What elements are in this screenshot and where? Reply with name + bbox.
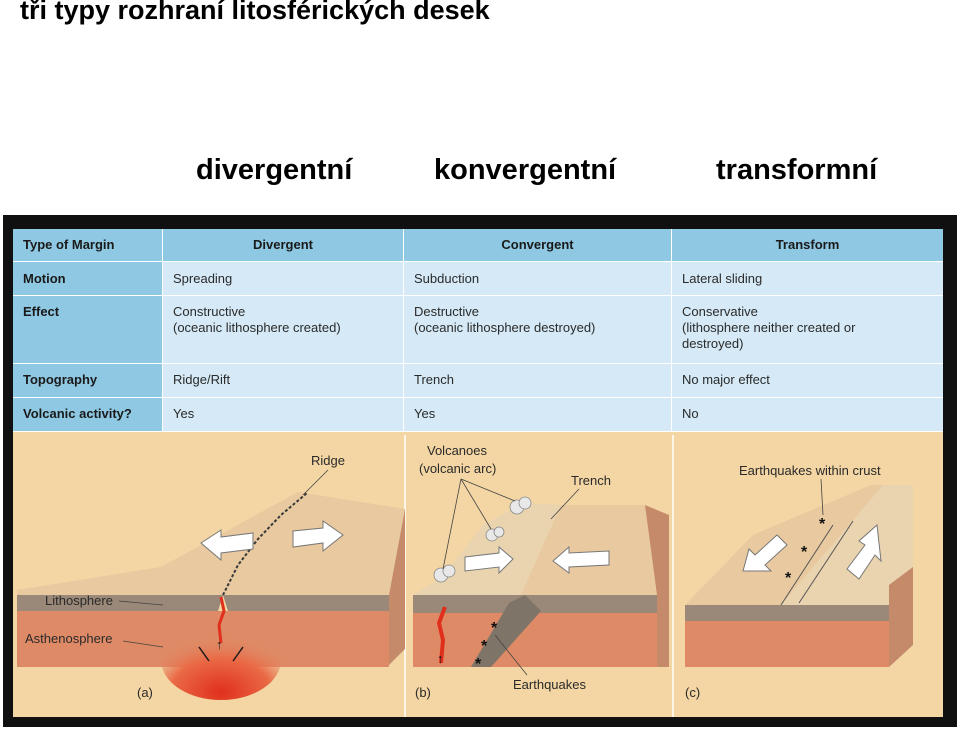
panel-b-letter: (b) (415, 685, 431, 700)
leader-volcano (442, 478, 462, 570)
label-ridge: Ridge (311, 453, 345, 468)
lithosphere-layer (223, 595, 389, 611)
leader-trench (550, 488, 580, 520)
block-left-top (685, 485, 911, 605)
arrow-down-left (742, 534, 788, 572)
table-header-row: Type of Margin Divergent Convergent Tran… (13, 229, 943, 262)
table-row: Effect Constructive (oceanic lithosphere… (13, 296, 943, 364)
panel-c-letter: (c) (685, 685, 700, 700)
leader-volcano (460, 478, 492, 530)
leader-earthquakes (494, 634, 528, 676)
table-cell: No major effect (672, 364, 943, 397)
svg-text:*: * (475, 656, 482, 673)
table-cell: No (672, 398, 943, 431)
heading-transform: transformní (716, 154, 878, 186)
row-label: Topography (13, 364, 163, 397)
table-cell: Yes (404, 398, 672, 431)
svg-text:*: * (785, 570, 792, 587)
table-cell: Ridge/Rift (163, 364, 404, 397)
arrow-left (200, 529, 254, 562)
panel-convergent: ↑ *** Volcanoes (volcanic arc) Trench (413, 443, 669, 700)
table-cell: Yes (163, 398, 404, 431)
row-label: Effect (13, 296, 163, 363)
arrow-right (292, 520, 344, 553)
table-header-cell: Transform (672, 229, 943, 261)
table-cell: Conservative (lithosphere neither create… (672, 296, 943, 363)
svg-text:*: * (481, 638, 488, 655)
volcano-cloud-icon (433, 496, 532, 583)
table-header-cell: Convergent (404, 229, 672, 261)
table-row: Motion Spreading Subduction Lateral slid… (13, 262, 943, 296)
table-cell: Destructive (oceanic lithosphere destroy… (404, 296, 672, 363)
label-asthenosphere: Asthenosphere (25, 631, 112, 646)
asthenosphere-layer (685, 621, 889, 667)
magma-glow (161, 620, 281, 700)
subducting-slab (471, 595, 541, 667)
panel-divergent: ↑ Ridge Lithosphere Asthenosphere (a) (17, 453, 405, 700)
earthquake-icon: * * * (785, 516, 826, 587)
label-volcanic-arc: (volcanic arc) (419, 461, 496, 476)
asthenosphere-layer (413, 613, 657, 667)
table-row: Volcanic activity? Yes Yes No (13, 398, 943, 432)
svg-text:*: * (819, 516, 826, 533)
table-cell: Spreading (163, 262, 404, 295)
block-right-top (781, 485, 913, 605)
convection-arrows (198, 646, 244, 662)
arrow-up-right (846, 523, 882, 580)
magma-rise (436, 606, 447, 664)
magma-dike (217, 596, 226, 644)
figure-inner: Type of Margin Divergent Convergent Tran… (13, 229, 943, 717)
fault-line (798, 520, 854, 604)
leader-ridge (302, 469, 329, 496)
rift-line (222, 492, 308, 596)
arrow-right (464, 545, 514, 575)
panel-transform: * * * Earthquakes within crust (c) (685, 463, 913, 700)
table-row: Topography Ridge/Rift Trench No major ef… (13, 364, 943, 398)
heading-divergent: divergentní (196, 154, 353, 186)
plate-side (645, 505, 669, 667)
table-header-cell: Divergent (163, 229, 404, 261)
oceanic-plate-top (521, 505, 657, 595)
margins-diagram: ↑ Ridge Lithosphere Asthenosphere (a) (17, 435, 913, 717)
label-earthquakes: Earthquakes (513, 677, 586, 692)
label-volcanoes: Volcanoes (427, 443, 487, 458)
magma-arrow: ↑ (437, 651, 444, 666)
label-earthquakes-within-crust: Earthquakes within crust (739, 463, 881, 478)
label-trench: Trench (571, 473, 611, 488)
table-cell: Subduction (404, 262, 672, 295)
table-cell: Constructive (oceanic lithosphere create… (163, 296, 404, 363)
leader-earthquakes-crust (820, 478, 824, 516)
arrow-left (552, 545, 610, 574)
fault-line (780, 524, 834, 606)
panel-a-letter: (a) (137, 685, 153, 700)
svg-text:*: * (801, 544, 808, 561)
magma-arrow: ↑ (216, 637, 223, 652)
ridge-block-side (389, 509, 405, 665)
row-label: Motion (13, 262, 163, 295)
svg-text:*: * (491, 620, 498, 637)
lithosphere-layer (17, 595, 223, 611)
table-cell: Lateral sliding (672, 262, 943, 295)
label-lithosphere: Lithosphere (45, 593, 113, 608)
block-side (889, 567, 913, 667)
leader-asthenosphere (122, 640, 164, 648)
plate-boundary-figure: Type of Margin Divergent Convergent Tran… (3, 215, 957, 727)
lithosphere-layer (413, 595, 657, 613)
lithosphere-layer (685, 605, 889, 621)
slide-title: tři typy rozhraní litosférických desek (20, 0, 490, 25)
table-cell: Trench (404, 364, 672, 397)
table-header-cell: Type of Margin (13, 229, 163, 261)
heading-convergent: konvergentní (434, 154, 617, 186)
comparison-table: Type of Margin Divergent Convergent Tran… (13, 229, 943, 432)
leader-lithosphere (118, 600, 164, 606)
row-label: Volcanic activity? (13, 398, 163, 431)
leader-volcano (460, 478, 516, 502)
earthquake-icon: *** (475, 620, 498, 673)
